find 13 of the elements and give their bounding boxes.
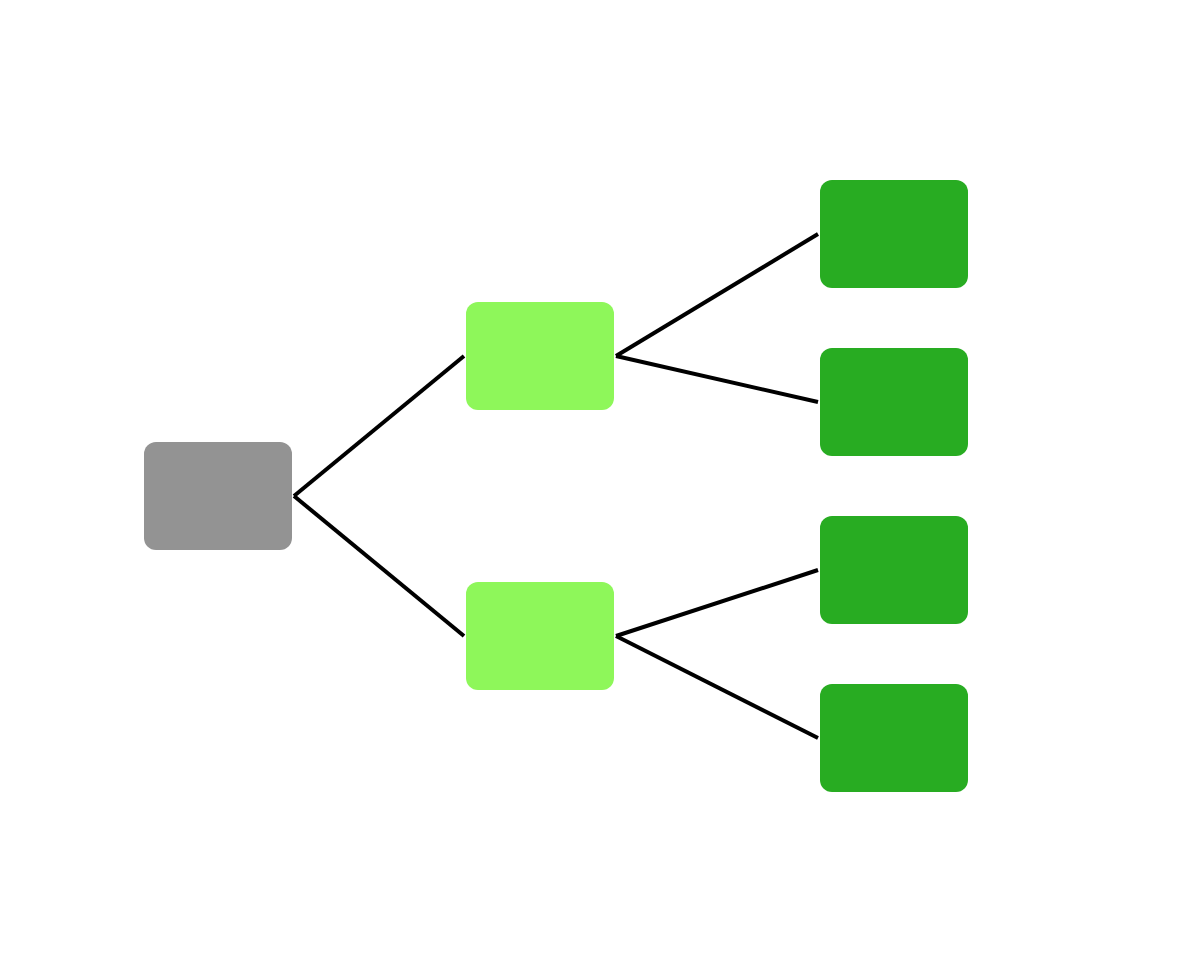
connector-line <box>615 568 819 638</box>
box-node <box>144 442 292 550</box>
connector-line <box>614 232 820 358</box>
box-node <box>820 684 968 792</box>
box-node <box>466 582 614 690</box>
box-node <box>820 516 968 624</box>
connector-line <box>292 354 466 498</box>
box-node <box>820 348 968 456</box>
box-node <box>820 180 968 288</box>
box-node <box>466 302 614 410</box>
connector-line <box>615 634 819 740</box>
connector-line <box>292 494 466 638</box>
connector-line <box>615 354 819 404</box>
